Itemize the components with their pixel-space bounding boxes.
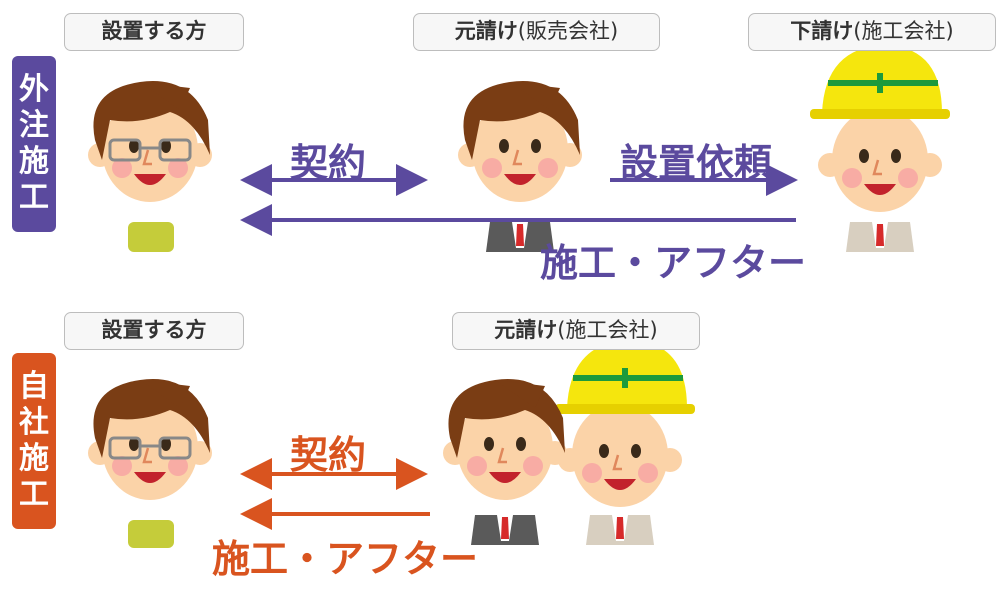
contract-text-bottom: 契約 [290,433,367,477]
outsource-tag-char: 施 [19,144,49,179]
contractor-label-rest: (販売会社) [517,19,619,43]
contractor-label-bottom: 元請け(施工会社) [452,312,700,350]
service-text-top: 施工・アフター [540,241,807,285]
customer-bottom-illustration [86,379,214,548]
outsource-tag-char: 注 [19,108,49,143]
customer-label-text: 設置する方 [101,19,207,43]
contractor-label-bold: 元請け [454,19,518,43]
inhouse-tag-char: 社 [19,405,49,440]
outsource-tag-char: 外 [19,72,49,107]
request-text: 設置依頼 [620,141,773,185]
contractor-top-illustration [456,81,584,252]
contractor-bottom-illustration [441,379,569,545]
subcontractor-label-bold: 下請け [790,19,854,43]
contractor-label-rest: (施工会社) [557,318,658,342]
worker-bottom-illustration [555,340,695,545]
outsource-tag-char: 工 [19,180,49,215]
contract-text-top: 契約 [290,141,367,185]
subcontractor-label-top: 下請け(施工会社) [748,13,996,51]
contractor-label-bold: 元請け [494,318,558,342]
customer-top-illustration [86,81,214,252]
subcontractor-label-rest: (施工会社) [853,19,954,43]
subcontractor-top-illustration [810,45,950,252]
customer-label-text: 設置する方 [101,318,207,342]
service-text-bottom: 施工・アフター [212,537,479,581]
inhouse-tag-char: 工 [19,477,49,512]
inhouse-tag-char: 自 [19,369,49,404]
inhouse-tag: 自 社 施 工 [12,353,56,529]
inhouse-tag-char: 施 [19,441,49,476]
customer-label-top: 設置する方 [64,13,244,51]
customer-label-bottom: 設置する方 [64,312,244,350]
outsource-tag: 外 注 施 工 [12,56,56,232]
contractor-label-top: 元請け(販売会社) [413,13,660,51]
